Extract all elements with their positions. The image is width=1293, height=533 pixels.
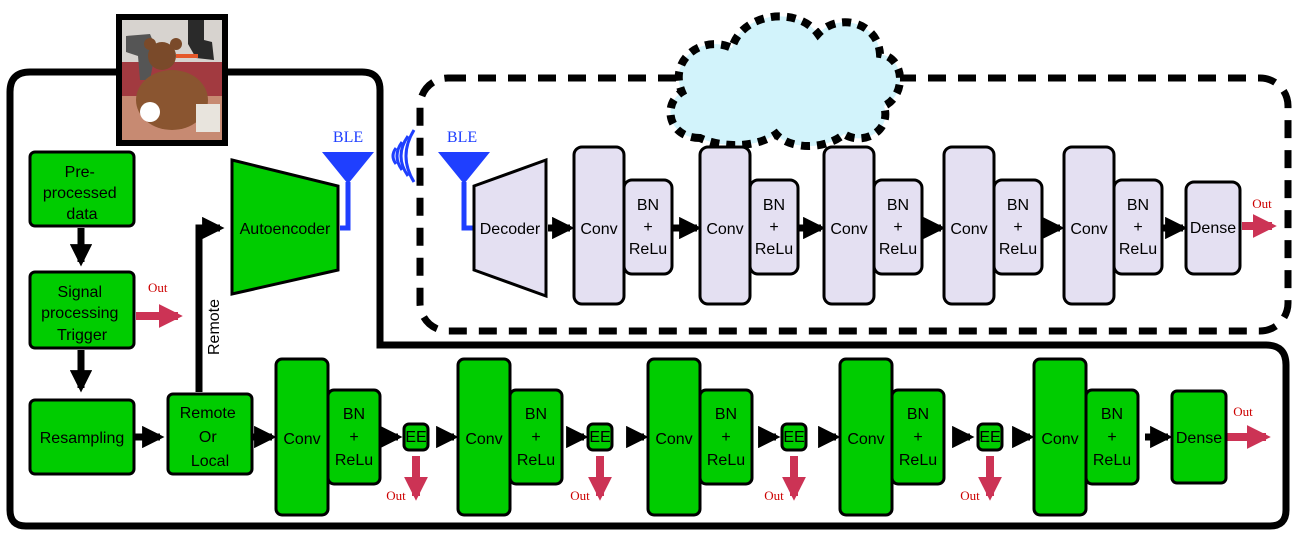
cloud-bn-relu-label: ReLu [629,241,667,258]
cloud-bn-relu-label: BN [1007,197,1029,214]
cloud-bn-relu-block [1112,178,1164,276]
local-dense-block [1170,389,1228,485]
cloud-bn-relu-label: BN [1127,197,1149,214]
cloud-conv-label: Conv [950,221,987,238]
local-conv-label: Conv [283,431,320,448]
ble-antenna-local-icon [322,152,374,231]
cloud-conv-label: Conv [706,221,743,238]
cloud-conv-stack: Conv BN + ReLu Conv BN + ReLu Conv BN + ReLu Conv BN +… [572,145,1164,306]
local-bn-relu-block [508,388,564,486]
local-bn-relu-label: ReLu [335,452,373,469]
local-bn-relu-block [326,388,382,486]
local-dense-label: Dense [1176,430,1222,447]
cloud-icon [666,12,904,150]
out-label-cloud: Out [1252,196,1272,211]
local-bn-relu-label: BN [343,406,365,423]
local-bn-relu-label: BN [715,406,737,423]
cloud-bn-relu-label: BN [887,197,909,214]
cloud-bn-relu-label: + [769,219,778,236]
output-arrows-local [136,304,1271,501]
local-conv-label: Conv [1041,431,1078,448]
local-bn-relu-label: + [531,429,540,446]
cloud-bn-relu-block [992,178,1044,276]
remote-path-label: Remote [206,299,223,355]
cloud-bn-relu-label: ReLu [999,241,1037,258]
cloud-bn-relu-label: BN [763,197,785,214]
local-bn-relu-label: ReLu [517,452,555,469]
local-conv-label: Conv [847,431,884,448]
cloud-bn-relu-block [622,178,674,276]
local-bn-relu-label: + [721,429,730,446]
out-label-early-exit: Out [960,488,980,503]
cloud-bn-relu-label: + [893,219,902,236]
svg-text:Remote Or Local: Remote Or Local [180,405,240,470]
local-bn-relu-label: + [913,429,922,446]
cloud-bn-relu-label: BN [637,197,659,214]
out-label-early-exit: Out [386,488,406,503]
ble-label-local: BLE [333,129,363,146]
decoder-label: Decoder [480,221,541,238]
out-label-signal: Out [148,280,168,295]
local-bn-relu-label: ReLu [1093,452,1131,469]
ble-antenna-cloud-icon [438,152,490,231]
out-label-early-exit: Out [570,488,590,503]
cloud-conv-label: Conv [580,221,617,238]
cloud-bn-relu-label: + [1133,219,1142,236]
local-bn-relu-label: BN [907,406,929,423]
cloud-bn-relu-label: + [1013,219,1022,236]
remote-or-local-label: Remote [180,405,236,422]
local-bn-relu-label: BN [525,406,547,423]
remote-or-local-block [166,392,254,476]
wireless-signal-icon [391,129,416,183]
decoder-block [472,157,548,299]
cloud-bn-relu-label: ReLu [755,241,793,258]
local-bn-relu-label: BN [1101,406,1123,423]
early-exit-label: EE [783,429,804,446]
local-conv-label: Conv [655,431,692,448]
out-label-final: Out [1233,404,1253,419]
signal-processing-label: Signal [58,284,102,301]
cloud-dense-block [1184,180,1242,276]
local-bn-relu-label: + [1107,429,1116,446]
svg-text:Signal processing Trig: Signal processing Trigger [41,284,123,344]
early-exit-block [976,422,1004,452]
teddy-bear-robot-photo [116,14,228,146]
signal-processing-trigger-block [28,270,136,350]
autoencoder-label: Autoencoder [240,221,331,238]
svg-text:Pre- processed data: Pre- processed data [43,164,121,223]
early-exit-label: EE [589,429,610,446]
cloud-dense-label: Dense [1190,220,1236,237]
preprocessed-label: Pre- [65,164,95,181]
ble-label-cloud: BLE [447,129,477,146]
out-label-early-exit: Out [764,488,784,503]
local-flow-arrows [69,216,1173,449]
cloud-bn-relu-label: ReLu [1119,241,1157,258]
local-bn-relu-block [890,388,946,486]
preprocessed-data-block [28,150,136,228]
local-device-boundary [6,68,1290,530]
local-bn-relu-label: ReLu [899,452,937,469]
cloud-bn-relu-block [748,178,800,276]
cloud-bn-relu-block [872,178,924,276]
cloud-bn-relu-label: + [643,219,652,236]
local-bn-relu-label: + [349,429,358,446]
early-exit-label: EE [405,429,426,446]
local-conv-stack: Conv BN + ReLu EE Out Conv BN + ReLu EE Out Conv BN + R… [274,357,1140,517]
autoencoder-block [230,158,340,296]
local-bn-relu-block [698,388,754,486]
cloud-conv-label: Conv [830,221,867,238]
early-exit-block [586,422,614,452]
early-exit-block [780,422,808,452]
early-exit-block [402,422,430,452]
local-bn-relu-block [1084,388,1140,486]
resampling-label: Resampling [40,430,124,447]
cloud-conv-label: Conv [1070,221,1107,238]
local-conv-label: Conv [465,431,502,448]
cloud-bn-relu-label: ReLu [879,241,917,258]
early-exit-label: EE [979,429,1000,446]
local-bn-relu-label: ReLu [707,452,745,469]
resampling-block [28,398,136,476]
